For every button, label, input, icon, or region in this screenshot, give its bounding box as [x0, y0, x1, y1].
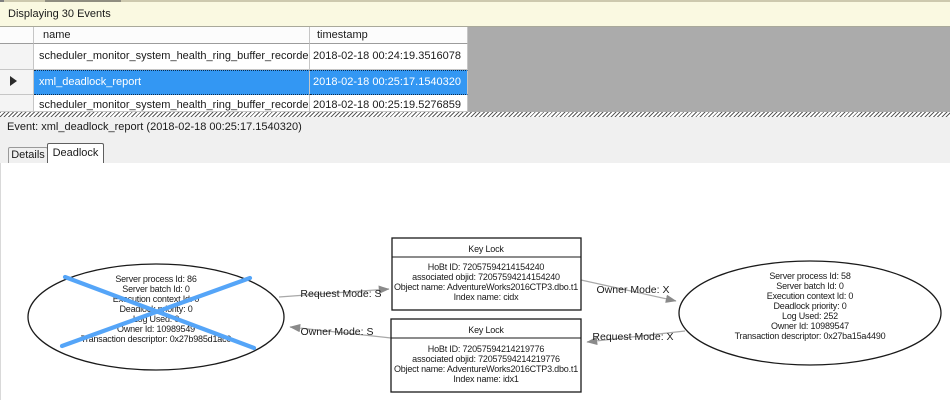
node-text-line: Object name: AdventureWorks2016CTP3.dbo.…	[394, 364, 578, 374]
node-text-line: Log Used: 252	[782, 311, 838, 321]
toolbar-edge-segment	[0, 0, 4, 2]
node-text-line: associated objid: 72057594214219776	[412, 354, 560, 364]
row-selector-cell[interactable]	[0, 70, 34, 95]
events-count-bar: Displaying 30 Events	[0, 2, 950, 27]
toolbar-edge-segment	[45, 0, 121, 2]
row-selector-header	[0, 27, 34, 44]
node-title: Key Lock	[468, 325, 504, 335]
node-text-line: Owner Id: 10989549	[117, 324, 195, 334]
selected-event-label: Event: xml_deadlock_report (2018-02-18 0…	[7, 121, 302, 133]
cell-timestamp[interactable]: 2018-02-18 00:24:19.3516078	[310, 44, 468, 70]
row-selector-cell[interactable]	[0, 44, 34, 70]
node-text-line: Transaction descriptor: 0x27ba15a4490	[735, 331, 886, 341]
events-grid[interactable]: name timestamp scheduler_monitor_system_…	[0, 27, 950, 112]
node-text-line: Server batch Id: 0	[122, 284, 190, 294]
tab-deadlock[interactable]: Deadlock	[47, 143, 104, 163]
resource-node-key-lock-top[interactable]: Key Lock HoBt ID: 72057594214154240 asso…	[391, 237, 582, 311]
node-text-line: Deadlock priority: 0	[119, 304, 192, 314]
edge-owner-x-arrow	[580, 279, 677, 303]
node-text-line: Execution context Id: 0	[767, 291, 854, 301]
tab-details[interactable]: Details	[8, 147, 48, 163]
deadlock-tab-page: Server process Id: 86 Server batch Id: 0…	[0, 163, 950, 400]
deadlock-graph: Server process Id: 86 Server batch Id: 0…	[27, 237, 942, 393]
edge-label-request-mode-s: Request Mode: S	[300, 288, 381, 300]
victim-x-mark-icon	[59, 275, 253, 349]
node-text-line: Log Used: 0	[133, 314, 180, 324]
edge-request-s-arrow	[278, 285, 390, 298]
node-text-line: Transaction descriptor: 0x27b985d1ac0	[81, 334, 232, 344]
current-row-arrow-icon	[10, 76, 17, 86]
node-text-line: Server process Id: 86	[115, 274, 197, 284]
column-header-timestamp[interactable]: timestamp	[310, 27, 468, 44]
row-selector-cell[interactable]	[0, 95, 34, 112]
edge-request-x-arrow	[586, 330, 686, 346]
process-node[interactable]: Server process Id: 58 Server batch Id: 0…	[678, 260, 942, 366]
column-header-name[interactable]: name	[34, 27, 310, 44]
node-text-line: associated objid: 72057594214154240	[412, 272, 560, 282]
node-text-line: Index name: idx1	[453, 374, 519, 384]
toolbar-clipped-edge	[0, 0, 950, 2]
table-row-selected[interactable]: xml_deadlock_report 2018-02-18 00:25:17.…	[0, 70, 468, 95]
cell-name[interactable]: scheduler_monitor_system_health_ring_buf…	[34, 95, 310, 112]
cell-timestamp[interactable]: 2018-02-18 00:25:17.1540320	[310, 70, 468, 95]
node-text-line: Server process Id: 58	[769, 271, 851, 281]
process-node-victim[interactable]: Server process Id: 86 Server batch Id: 0…	[27, 263, 285, 371]
node-text-line: Server batch Id: 0	[776, 281, 844, 291]
node-text-line: Execution context Id: 0	[113, 294, 200, 304]
node-title: Key Lock	[468, 244, 504, 254]
cell-name[interactable]: scheduler_monitor_system_health_ring_buf…	[34, 44, 310, 70]
grid-header-row: name timestamp	[0, 27, 468, 44]
events-count-label: Displaying 30 Events	[8, 8, 111, 20]
resource-node-key-lock-bottom[interactable]: Key Lock HoBt ID: 72057594214219776 asso…	[390, 318, 582, 393]
edge-label-request-mode-x: Request Mode: X	[592, 331, 673, 343]
node-text-line: HoBt ID: 72057594214219776	[428, 344, 545, 354]
table-row[interactable]: scheduler_monitor_system_health_ring_buf…	[0, 95, 468, 112]
node-text-line: Deadlock priority: 0	[773, 301, 846, 311]
edge-label-owner-mode-x: Owner Mode: X	[597, 284, 670, 296]
table-row[interactable]: scheduler_monitor_system_health_ring_buf…	[0, 44, 468, 70]
cell-name[interactable]: xml_deadlock_report	[34, 70, 310, 95]
node-text-line: Owner Id: 10989547	[771, 321, 849, 331]
event-detail-panel: Event: xml_deadlock_report (2018-02-18 0…	[0, 117, 950, 163]
edge-owner-s-arrow	[289, 323, 392, 339]
node-text-line: Object name: AdventureWorks2016CTP3.dbo.…	[394, 282, 578, 292]
cell-timestamp[interactable]: 2018-02-18 00:25:19.5276859	[310, 95, 468, 112]
grid-splitter-handle[interactable]	[0, 112, 950, 117]
edge-label-owner-mode-s: Owner Mode: S	[301, 326, 374, 338]
node-text-line: Index name: cidx	[454, 292, 520, 302]
node-text-line: HoBt ID: 72057594214154240	[428, 262, 545, 272]
